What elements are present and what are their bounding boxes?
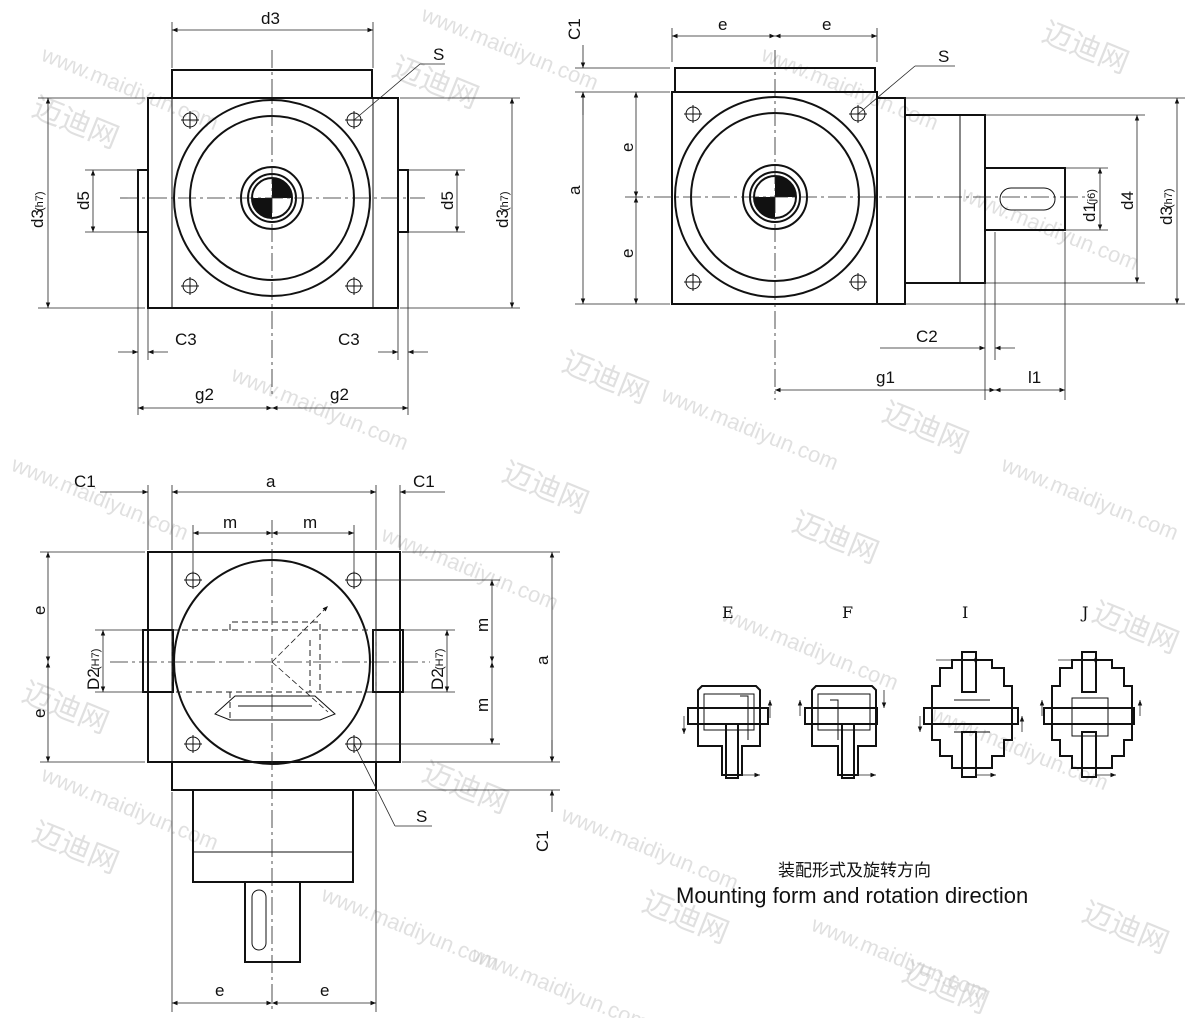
dim-g2-left: g2 — [195, 385, 214, 404]
watermark-cn: 迈迪网 — [787, 505, 884, 571]
dim-c3-right: C3 — [338, 330, 360, 349]
watermark-url: www.maidiyun.com — [657, 381, 842, 475]
dim-e-upper: e — [618, 143, 637, 152]
left-bore — [142, 629, 174, 693]
dim-d5-left: d5 — [74, 191, 93, 210]
mounting-form-f: F — [797, 603, 887, 779]
dim-m-left: m — [223, 513, 237, 532]
dim-d3-h7-left: d3 — [28, 209, 47, 228]
dim-c2: C2 — [916, 327, 938, 346]
mounting-forms: E F I — [676, 603, 1143, 908]
side-flange — [876, 97, 906, 305]
dim-d4: d4 — [1118, 191, 1137, 210]
caption-en: Mounting form and rotation direction — [676, 883, 1028, 908]
screw-hole-icon — [684, 105, 867, 291]
top-flange — [171, 69, 373, 99]
dim-e-top-left: e — [718, 15, 727, 34]
dim-g1: g1 — [876, 368, 895, 387]
output-shaft — [984, 167, 1066, 231]
dim-d2-left: D2 — [84, 668, 103, 690]
caption-cn: 装配形式及旋转方向 — [778, 861, 931, 881]
dim-m-right: m — [303, 513, 317, 532]
dim-e-bottom-right: e — [320, 981, 329, 1000]
front-view: d3 S d3 (h7) d5 d5 d3 (h7) — [28, 9, 520, 415]
watermark-cn: 迈迪网 — [1037, 15, 1134, 81]
watermark-url: www.maidiyun.com — [997, 451, 1182, 545]
watermark-cn: 迈迪网 — [27, 90, 124, 156]
dim-d1: d1 — [1080, 203, 1099, 222]
dim-c1-left: C1 — [74, 472, 96, 491]
dim-d3-h7: d3 — [1157, 206, 1176, 225]
dim-m-right-upper: m — [473, 618, 492, 632]
watermark-url: www.maidiyun.com — [717, 601, 902, 695]
dim-d3-h7-right: d3 — [493, 209, 512, 228]
svg-text:I: I — [962, 603, 968, 622]
dim-a: a — [565, 185, 584, 195]
dim-d3: d3 — [261, 9, 280, 28]
watermark-url: www.maidiyun.com — [557, 801, 742, 895]
watermark-cn: 迈迪网 — [877, 395, 974, 461]
dim-d5-right: d5 — [438, 191, 457, 210]
bottom-shaft — [244, 881, 301, 963]
mounting-form-e: E — [681, 603, 773, 779]
right-bore — [372, 629, 404, 693]
label-s: S — [938, 47, 949, 66]
svg-text:(H7): (H7) — [90, 649, 102, 670]
left-boss — [137, 169, 149, 233]
watermark-url: www.maidiyun.com — [467, 941, 652, 1018]
dim-l1: l1 — [1028, 368, 1041, 387]
watermark-cn: 迈迪网 — [497, 455, 594, 521]
dim-c1-right: C1 — [413, 472, 435, 491]
svg-text:F: F — [842, 603, 853, 622]
svg-text:(H7): (H7) — [434, 649, 446, 670]
svg-text:(j6): (j6) — [1086, 189, 1098, 205]
keyway — [251, 889, 267, 951]
watermark-cn: 迈迪网 — [1077, 895, 1174, 961]
watermark-url: www.maidiyun.com — [377, 521, 562, 615]
gearbox-body — [147, 97, 399, 309]
watermark-cn: 迈迪网 — [1087, 595, 1184, 661]
watermark-cn: 迈迪网 — [417, 755, 514, 821]
watermark-cn: 迈迪网 — [557, 345, 654, 411]
mounting-form-j: J — [1039, 603, 1143, 778]
gearbox-body — [147, 551, 401, 763]
svg-text:(h7): (h7) — [499, 191, 511, 211]
dim-a-top: a — [266, 472, 276, 491]
label-s: S — [416, 807, 427, 826]
svg-text:(h7): (h7) — [1163, 188, 1175, 208]
keyway — [999, 187, 1056, 211]
dim-m-right-lower: m — [473, 698, 492, 712]
dim-d2-right: D2 — [428, 668, 447, 690]
dim-e-bottom-left: e — [215, 981, 224, 1000]
dim-c3-left: C3 — [175, 330, 197, 349]
svg-text:E: E — [722, 603, 734, 622]
watermark-cn: 迈迪网 — [27, 815, 124, 881]
watermark-url: www.maidiyun.com — [927, 701, 1112, 795]
dim-e-top-right: e — [822, 15, 831, 34]
dim-e-left-lower: e — [30, 709, 49, 718]
dim-g2-right: g2 — [330, 385, 349, 404]
watermark-url: www.maidiyun.com — [7, 451, 192, 545]
svg-text:J: J — [1080, 603, 1088, 622]
dim-e-left-upper: e — [30, 606, 49, 615]
dim-c1-bottom: C1 — [533, 830, 552, 852]
bottom-view: C1 a C1 m m e e D2 (H7) D2 (H7) — [30, 472, 560, 1012]
mounting-form-i: I — [917, 603, 1025, 778]
label-s: S — [433, 45, 444, 64]
side-view: e e C1 a e e S d1 (j6) d4 — [565, 15, 1185, 400]
right-boss — [397, 169, 409, 233]
svg-text:(h7): (h7) — [34, 191, 46, 211]
dim-e-lower: e — [618, 249, 637, 258]
bottom-flange — [171, 761, 377, 791]
dim-c1: C1 — [565, 18, 584, 40]
watermark-url: www.maidiyun.com — [757, 41, 942, 135]
dim-a-right: a — [533, 655, 552, 665]
